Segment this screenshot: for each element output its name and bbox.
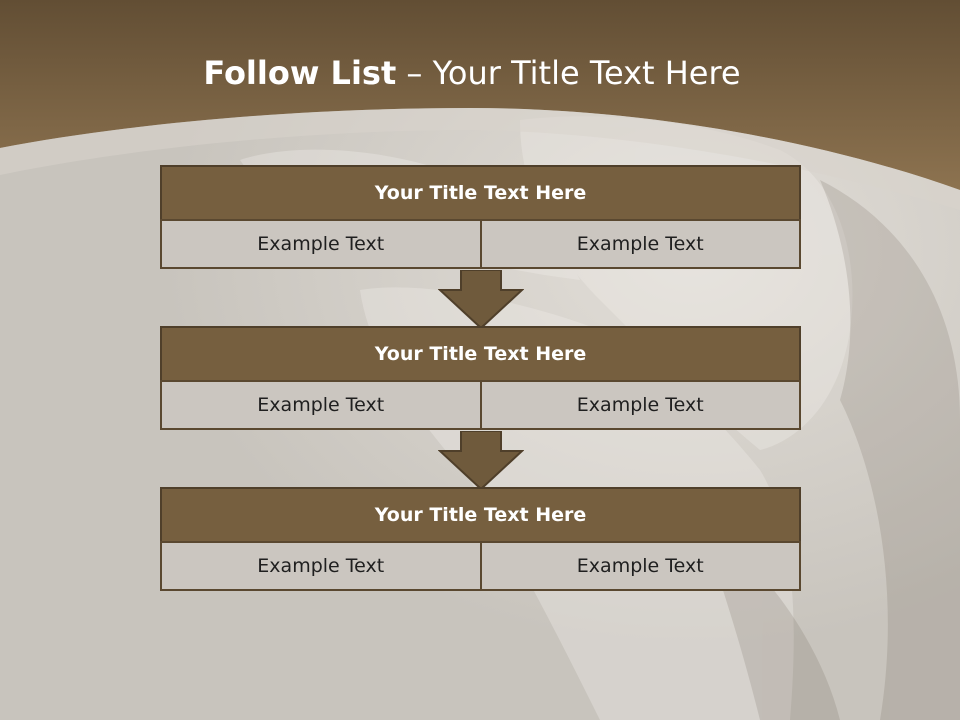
block-cell-left: Example Text [160,380,482,430]
block-row: Example Text Example Text [160,219,801,269]
block-cell-right: Example Text [479,541,801,591]
follow-block-2: Your Title Text Here Example Text Exampl… [160,326,801,430]
top-band [0,0,960,190]
block-cell-right: Example Text [479,380,801,430]
slide-title-rest: – Your Title Text Here [406,54,741,92]
block-cell-right: Example Text [479,219,801,269]
block-title: Your Title Text Here [160,326,801,382]
follow-block-1: Your Title Text Here Example Text Exampl… [160,165,801,269]
swoosh [0,108,960,210]
down-arrow-icon [438,431,524,491]
down-arrow-icon [438,270,524,330]
block-title: Your Title Text Here [160,165,801,221]
block-title: Your Title Text Here [160,487,801,543]
block-cell-left: Example Text [160,541,482,591]
block-cell-left: Example Text [160,219,482,269]
slide-title-bold: Follow List [203,54,397,92]
block-row: Example Text Example Text [160,541,801,591]
follow-block-3: Your Title Text Here Example Text Exampl… [160,487,801,591]
block-row: Example Text Example Text [160,380,801,430]
slide-title: Follow List – Your Title Text Here [0,54,944,92]
